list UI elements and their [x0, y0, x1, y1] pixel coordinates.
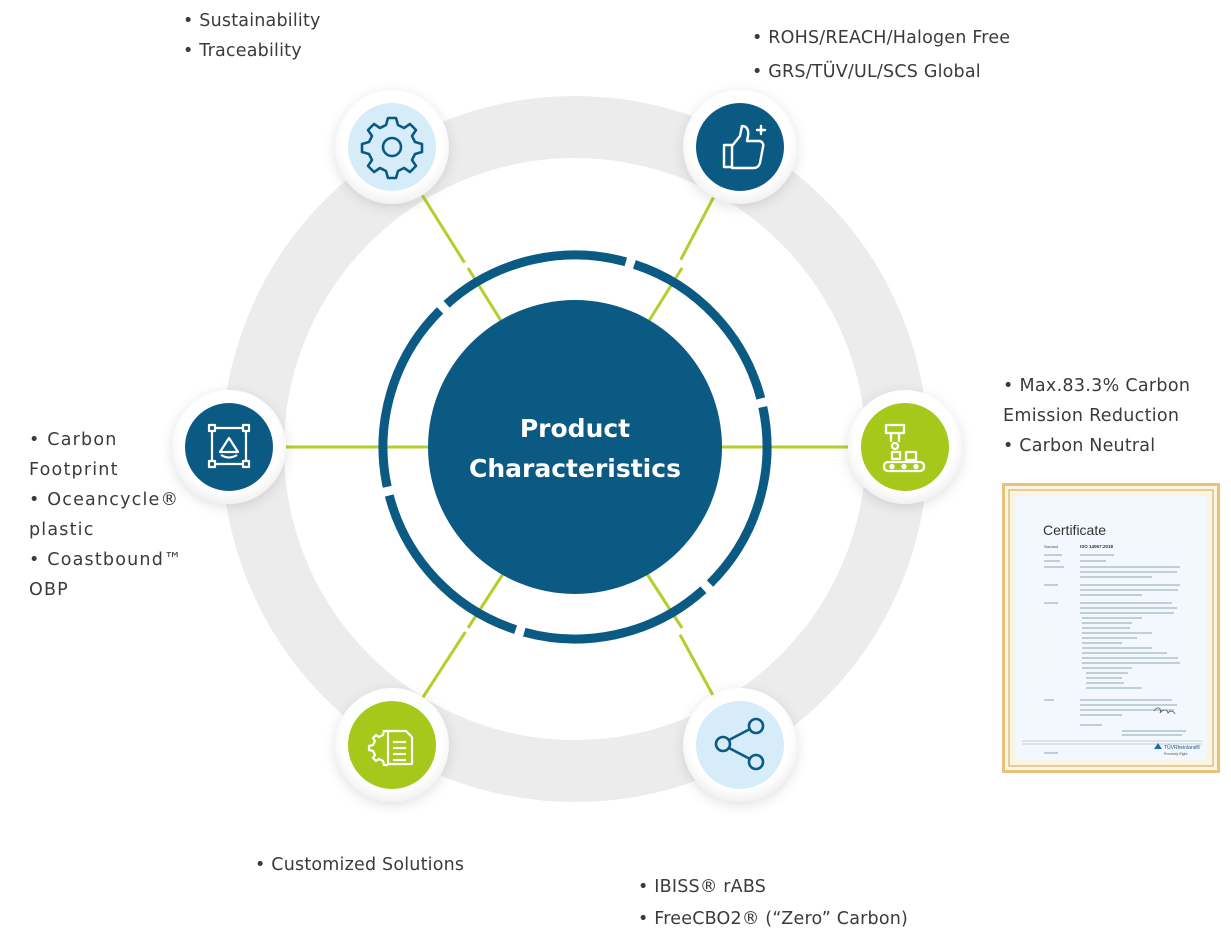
certificate-body-lines — [1022, 554, 1202, 754]
node-customized — [335, 688, 449, 802]
center-title-line1: Product — [520, 414, 630, 443]
center-title-line2: Characteristics — [469, 454, 681, 483]
certificate-brand: TÜVRheinland® — [1164, 744, 1201, 751]
label-item: • Traceability — [183, 41, 302, 61]
center-circle — [428, 300, 722, 594]
share-icon — [714, 717, 765, 771]
spoke-inner-br — [645, 573, 684, 629]
production-line-icon — [882, 423, 926, 473]
thumbs-up-plus-icon — [722, 124, 767, 170]
certificate-standard: ISO 14067:2018 — [1080, 544, 1114, 549]
spoke-inner-tl — [466, 267, 505, 325]
gear-icon — [360, 116, 424, 180]
gear-document-icon — [367, 729, 414, 767]
label-item: • Sustainability — [183, 11, 321, 31]
spoke-inner-tr — [645, 267, 684, 325]
certificate-image: Certificate Standard ISO 14067:2018 TÜVR… — [1002, 483, 1220, 773]
label-compliance: • ROHS/REACH/Halogen Free • GRS/TÜV/UL/S… — [752, 21, 1010, 89]
label-item: • Max.83.3% Carbon Emission Reduction — [1003, 376, 1191, 426]
certificate-signature — [1153, 707, 1176, 715]
label-item: • Coastbound™ OBP — [29, 550, 183, 600]
label-customized: • Customized Solutions — [255, 850, 464, 880]
node-footprint — [172, 390, 286, 504]
node-sustainability — [335, 90, 449, 204]
label-sustainability: • Sustainability • Traceability — [183, 6, 321, 66]
certificate-standard-label: Standard — [1044, 545, 1058, 549]
measure-frame-icon — [207, 423, 251, 469]
label-carbon-reduction: • Max.83.3% Carbon Emission Reduction • … — [1003, 371, 1229, 461]
label-materials: • IBISS® rABS • FreeCBO2® (“Zero” Carbon… — [638, 871, 908, 935]
node-carbon-reduction — [848, 390, 962, 504]
certificate-title: Certificate — [1043, 522, 1106, 538]
label-footprint: • Carbon Footprint • Oceancycle® plastic… — [29, 425, 191, 605]
label-item: • Customized Solutions — [255, 855, 465, 875]
label-item: • Oceancycle® plastic — [29, 490, 180, 540]
label-item: • FreeCBO2® (“Zero” Carbon) — [638, 909, 909, 929]
label-item: • Carbon Footprint — [29, 430, 119, 480]
node-compliance — [683, 90, 797, 204]
node-materials — [683, 688, 797, 802]
label-item: • Carbon Neutral — [1003, 436, 1156, 456]
label-item: • GRS/TÜV/UL/SCS Global — [752, 62, 981, 82]
tuv-logo-icon — [1154, 743, 1162, 749]
certificate-brand-sub: Precisely Right. — [1164, 752, 1188, 756]
spoke-inner-bl — [466, 573, 505, 629]
center-ring — [378, 250, 772, 644]
label-item: • IBISS® rABS — [638, 877, 767, 897]
label-item: • ROHS/REACH/Halogen Free — [752, 28, 1011, 48]
